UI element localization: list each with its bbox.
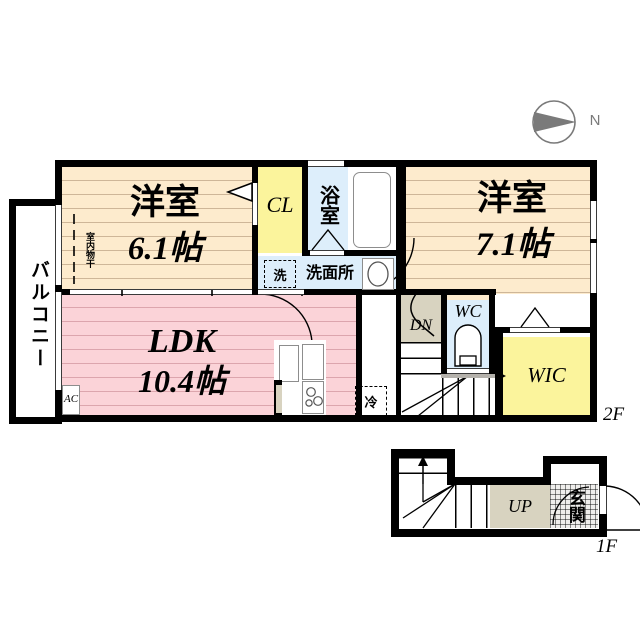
stairs-up-label: UP bbox=[490, 484, 550, 528]
entrance-label: 玄関 bbox=[564, 489, 585, 523]
hallway-2f bbox=[362, 294, 400, 415]
wall-1f-entrance-right bbox=[599, 456, 607, 488]
refrigerator-label: 冷 bbox=[364, 395, 378, 411]
wall-closet-bath bbox=[302, 160, 308, 256]
entrance-step-1f bbox=[550, 462, 598, 484]
window-balcony-lower bbox=[55, 292, 62, 390]
compass-rose: N bbox=[528, 98, 628, 146]
wall-1f-horiz-mid bbox=[447, 477, 551, 485]
room-fill-balcony bbox=[15, 205, 62, 418]
window-balcony-upper bbox=[55, 205, 62, 285]
room-fill-western-room-left bbox=[62, 167, 252, 294]
closet-label: CL bbox=[266, 192, 294, 218]
compass-arrow-icon bbox=[532, 100, 576, 144]
room-fill-stairs-down bbox=[400, 294, 442, 342]
entrance-door-swing-icon bbox=[605, 485, 640, 531]
outer-wall-bottom-2f bbox=[55, 415, 597, 422]
wall-stairs-bottom-stub bbox=[441, 374, 495, 378]
room-fill-bathroom bbox=[308, 167, 348, 253]
stair-direction-lines-1f bbox=[402, 456, 456, 529]
ldk-label: LDK bbox=[148, 323, 216, 361]
interior-wall-bedroom-right bbox=[252, 160, 258, 294]
washroom-label: 洗面所 bbox=[305, 262, 354, 282]
washer-space: 洗 bbox=[264, 260, 296, 288]
washroom-door-swing-icon bbox=[259, 293, 313, 343]
western-room-right-size: 7.1帖 bbox=[475, 226, 551, 263]
washroom-ldk-door bbox=[258, 289, 304, 295]
toilet-label: WC bbox=[454, 300, 482, 321]
ldk-size: 10.4帖 bbox=[137, 363, 226, 400]
wall-wic-left bbox=[495, 327, 503, 422]
bath-door-swing-icon bbox=[311, 228, 345, 251]
refrigerator-icon: 冷 bbox=[355, 386, 387, 416]
western-room-right-label: 洋室 bbox=[476, 178, 547, 219]
wic-door bbox=[510, 327, 560, 333]
wall-1f-right-lower bbox=[599, 512, 607, 537]
indoor-laundry-hanger-label: 室内物干 bbox=[84, 232, 94, 268]
kitchen-partition-fill bbox=[276, 385, 282, 413]
window-right-lower bbox=[590, 243, 597, 293]
flooring-stripes bbox=[62, 167, 252, 294]
wall-ldk-hall bbox=[356, 294, 362, 415]
entrance-door-1f bbox=[599, 486, 607, 514]
wall-stairs-left bbox=[396, 294, 401, 415]
room-fill-walk-in-closet bbox=[503, 337, 590, 415]
balcony-wall-bottom bbox=[9, 417, 62, 424]
bathtub-icon bbox=[353, 172, 391, 248]
wall-wc-left bbox=[441, 294, 447, 374]
basin-icon bbox=[367, 261, 389, 287]
wall-bath-bottom bbox=[302, 250, 396, 256]
balcony-wall-left bbox=[9, 199, 16, 424]
stair-flight-horizontal-1f bbox=[455, 485, 490, 528]
wall-washroom-right bbox=[396, 160, 402, 294]
balcony-wall-top bbox=[9, 199, 62, 206]
room-fill-closet bbox=[258, 167, 302, 253]
entrance-inner-door-icon bbox=[552, 486, 590, 526]
kitchen-worktop-icon bbox=[302, 344, 324, 380]
wall-1f-bottom bbox=[391, 529, 607, 537]
wall-1f-vert-mid bbox=[447, 449, 455, 484]
washer-label: 洗 bbox=[273, 268, 287, 284]
wall-1f-entrance-top bbox=[543, 456, 607, 464]
wall-washroom-left bbox=[252, 252, 258, 294]
bathroom-label: 浴室 bbox=[316, 185, 341, 225]
closet-door-bedroom bbox=[252, 183, 258, 225]
wc-door bbox=[447, 368, 489, 374]
stair-flight-horizontal-2f bbox=[442, 375, 503, 415]
wic-door-swing-icon bbox=[520, 306, 550, 328]
wall-1f-top-left bbox=[391, 449, 455, 457]
compass-north-label: N bbox=[589, 112, 601, 130]
outer-wall-left-2f bbox=[55, 160, 62, 422]
window-right-upper bbox=[590, 201, 597, 239]
dn-arrow-icon bbox=[410, 293, 435, 337]
western-room-left-label: 洋室 bbox=[129, 182, 200, 223]
air-conditioner-icon bbox=[62, 385, 80, 415]
wall-1f-entrance-left bbox=[543, 456, 551, 485]
wall-washroom-bottom bbox=[252, 289, 402, 295]
balcony-label: バルコニー bbox=[27, 260, 50, 370]
sliding-door-arrow-icon bbox=[225, 181, 253, 203]
western-room-left-size: 6.1帖 bbox=[127, 230, 203, 267]
stairs-down-label: DN bbox=[409, 316, 433, 334]
floor-label-1f: 1F bbox=[596, 536, 618, 557]
wall-stairs-top bbox=[362, 289, 496, 295]
toilet-icon bbox=[454, 324, 482, 367]
floor-label-2f: 2F bbox=[603, 404, 625, 425]
wall-hall-bedroom-right bbox=[400, 160, 406, 294]
stair-landing-2f bbox=[400, 375, 442, 415]
wall-wc-right bbox=[489, 294, 495, 374]
bathroom-door bbox=[310, 250, 344, 256]
room-fill-up-1f bbox=[490, 484, 550, 528]
stairs-up-label-text: UP bbox=[508, 495, 532, 516]
stove-burners-icon bbox=[305, 387, 323, 407]
air-conditioner-label: AC bbox=[63, 393, 79, 406]
indoor-laundry-hanger-icon bbox=[73, 214, 75, 284]
wall-1f-left bbox=[391, 449, 399, 537]
window-bathroom-top bbox=[308, 160, 344, 167]
walk-in-closet-label: WIC bbox=[527, 362, 566, 387]
kitchen-sink-icon bbox=[279, 345, 299, 382]
